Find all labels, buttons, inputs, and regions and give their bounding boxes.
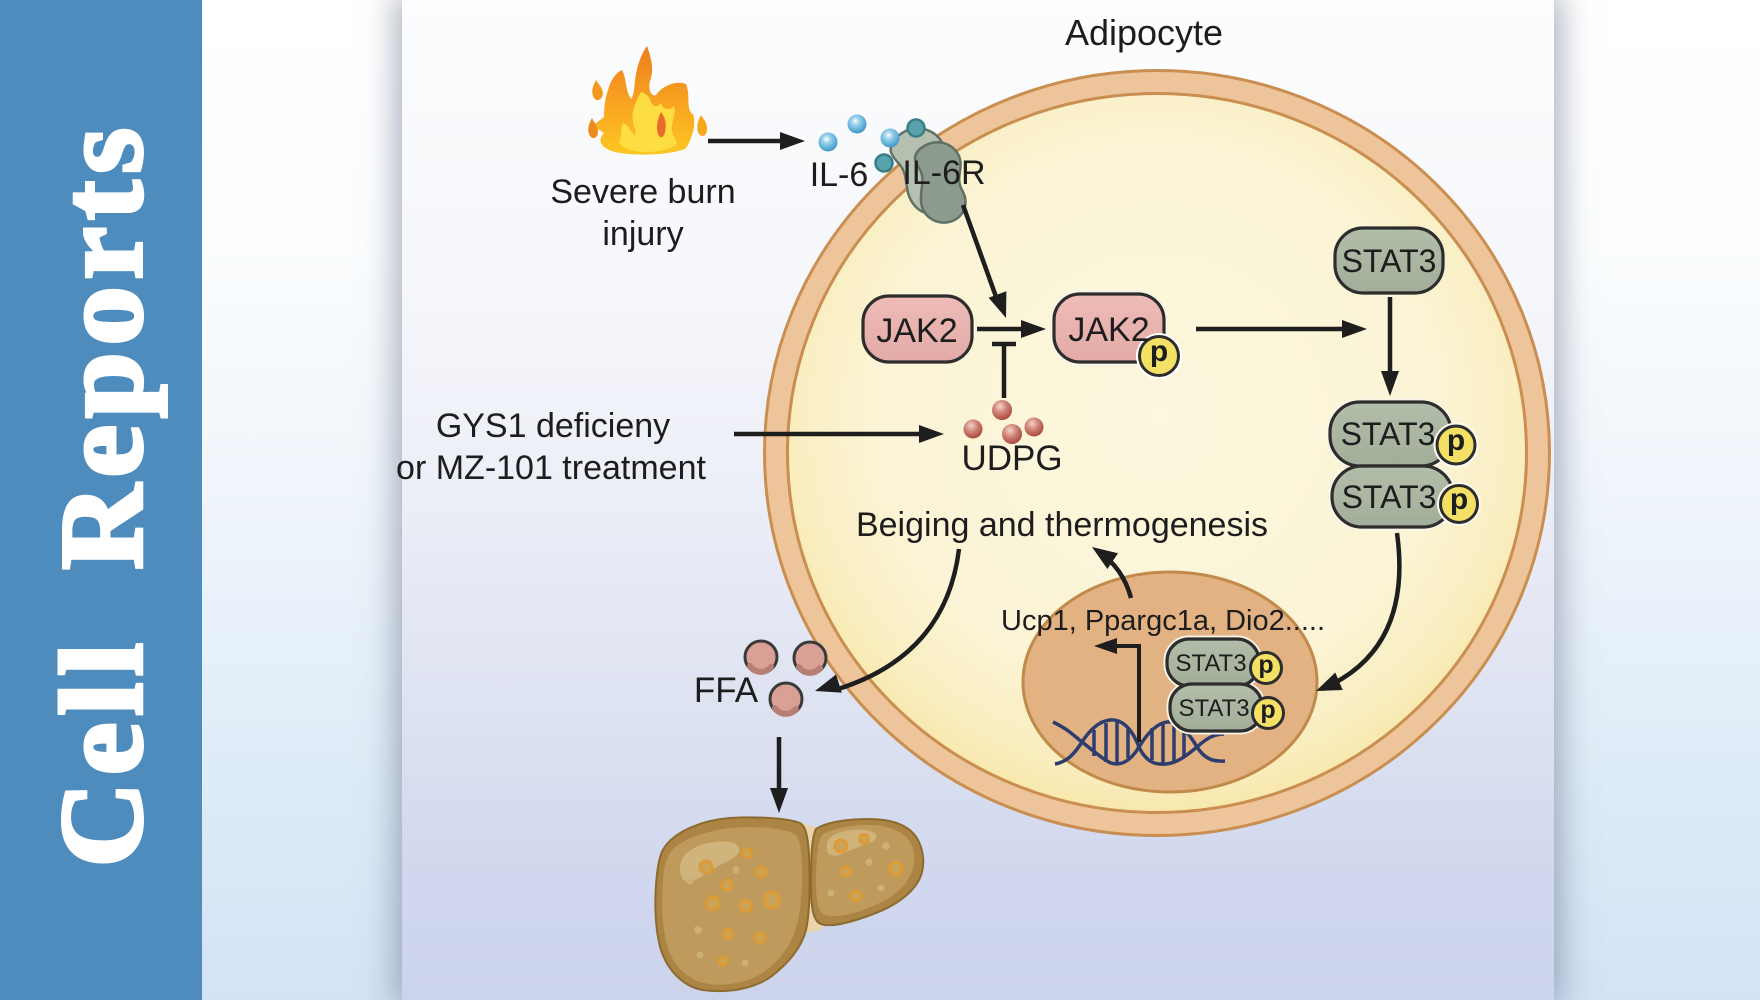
svg-text:IL-6R: IL-6R <box>902 154 985 192</box>
svg-text:Severe burn: Severe burn <box>550 173 735 211</box>
svg-text:IL-6: IL-6 <box>810 156 869 194</box>
svg-text:JAK2: JAK2 <box>1068 311 1149 349</box>
svg-text:or MZ-101 treatment: or MZ-101 treatment <box>396 449 706 487</box>
svg-text:p: p <box>1150 335 1168 368</box>
svg-text:p: p <box>1258 651 1273 679</box>
svg-text:STAT3: STAT3 <box>1341 416 1436 452</box>
svg-text:p: p <box>1260 696 1275 724</box>
svg-text:UDPG: UDPG <box>961 439 1062 478</box>
svg-text:GYS1 deficieny: GYS1 deficieny <box>436 407 670 445</box>
svg-text:STAT3: STAT3 <box>1342 479 1437 515</box>
svg-text:Adipocyte: Adipocyte <box>1065 12 1223 53</box>
svg-text:p: p <box>1450 483 1468 516</box>
svg-text:Ucp1, Ppargc1a, Dio2.....: Ucp1, Ppargc1a, Dio2..... <box>1001 605 1325 637</box>
svg-text:p: p <box>1447 424 1465 457</box>
svg-text:STAT3: STAT3 <box>1342 243 1437 279</box>
svg-text:JAK2: JAK2 <box>876 312 957 350</box>
svg-text:STAT3: STAT3 <box>1175 650 1246 677</box>
svg-text:Beiging and thermogenesis: Beiging and thermogenesis <box>856 506 1268 544</box>
svg-text:injury: injury <box>602 215 683 253</box>
svg-text:STAT3: STAT3 <box>1178 695 1249 722</box>
svg-text:FFA: FFA <box>694 671 759 710</box>
